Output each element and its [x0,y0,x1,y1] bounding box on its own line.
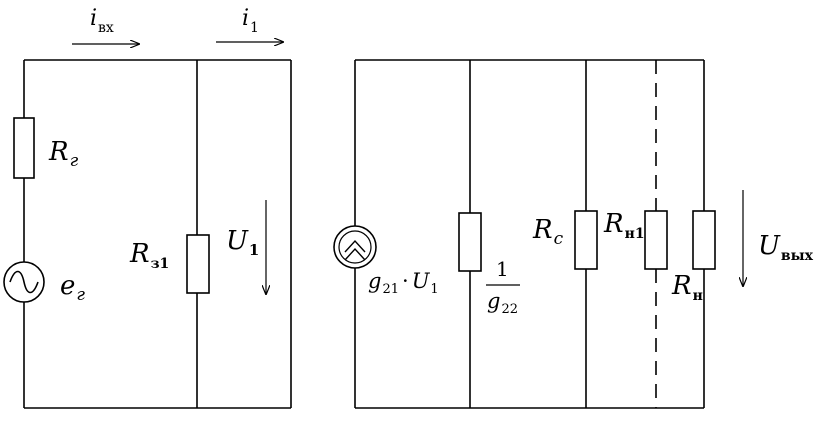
resistor-rc [574,210,598,270]
fraction-denominator: g22 [487,289,518,317]
label-i-in: iвх [90,6,114,36]
label-eg: eг [60,271,85,305]
fraction-numerator: 1 [496,257,509,281]
arrows [72,42,743,294]
current-source-icon [333,225,377,269]
ac-source-icon [3,261,45,303]
resistor-g22 [458,212,482,272]
label-u1: U1 [226,226,259,259]
label-i1: i1 [242,6,259,36]
resistor-rz1 [186,234,210,294]
label-rc: Rс [532,215,564,249]
label-g21-u1: g21·U1 [368,269,439,297]
label-one-over-g22: 1 g22 [486,257,520,317]
label-rn: Rн [671,271,703,304]
resistor-rn1 [644,210,668,270]
left-circuit [3,59,292,409]
resistor-rg [13,117,35,179]
right-circuit [333,59,716,409]
resistor-rn [692,210,716,270]
label-uout: Uвых [758,231,814,264]
label-rg: Rг [48,137,79,171]
label-rz1: Rз1 [129,239,169,272]
label-rn1: Rн1 [603,209,645,242]
